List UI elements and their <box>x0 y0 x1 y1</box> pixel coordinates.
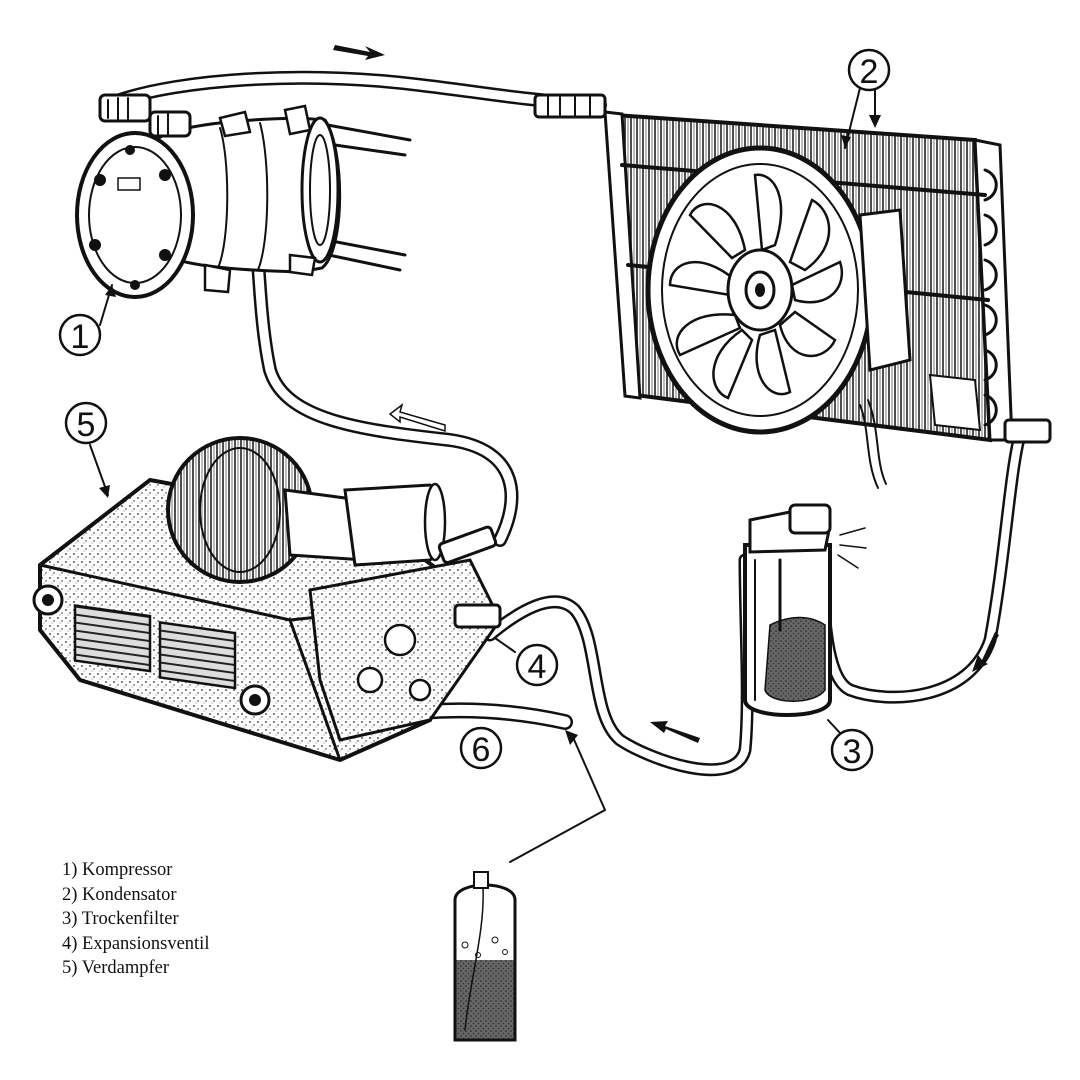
callout-5-label: 5 <box>77 406 96 444</box>
callout-2: 2 <box>847 48 891 92</box>
legend: 1) Kompressor 2) Kondensator 3) Trockenf… <box>62 858 209 981</box>
flow-arrow-condenser-out <box>972 632 999 672</box>
flow-arrow-suction <box>388 403 446 433</box>
callout-6-label: 6 <box>472 731 491 769</box>
callout-4-label: 4 <box>528 648 547 686</box>
callout-6: 6 <box>459 726 503 770</box>
legend-item-kondensator: 2) Kondensator <box>62 884 177 905</box>
flow-arrows <box>333 45 999 743</box>
refrigerant-can-illustration <box>453 871 517 1042</box>
legend-item-kompressor: 1) Kompressor <box>62 860 173 880</box>
callout-1: 1 <box>58 313 102 357</box>
callout-3: 3 <box>830 728 874 772</box>
callout-leaders <box>89 87 881 734</box>
callout-2-label: 2 <box>860 53 879 91</box>
condenser-illustration <box>533 93 1052 489</box>
evaporator-illustration <box>32 436 502 763</box>
callout-5: 5 <box>64 401 108 445</box>
receiver-drier-illustration <box>743 503 867 717</box>
callout-4: 4 <box>515 643 559 687</box>
legend-item-trockenfilter: 3) Trockenfilter <box>62 909 179 929</box>
legend-item-verdampfer: 5) Verdampfer <box>62 958 170 978</box>
service-arrow <box>509 730 606 863</box>
legend-item-expansionsventil: 4) Expansionsventil <box>62 933 210 954</box>
callout-3-label: 3 <box>843 733 862 771</box>
compressor-illustration <box>75 93 412 299</box>
flow-arrow-top <box>333 45 385 60</box>
callout-1-label: 1 <box>71 318 90 356</box>
flow-arrow-liquid <box>650 721 700 743</box>
